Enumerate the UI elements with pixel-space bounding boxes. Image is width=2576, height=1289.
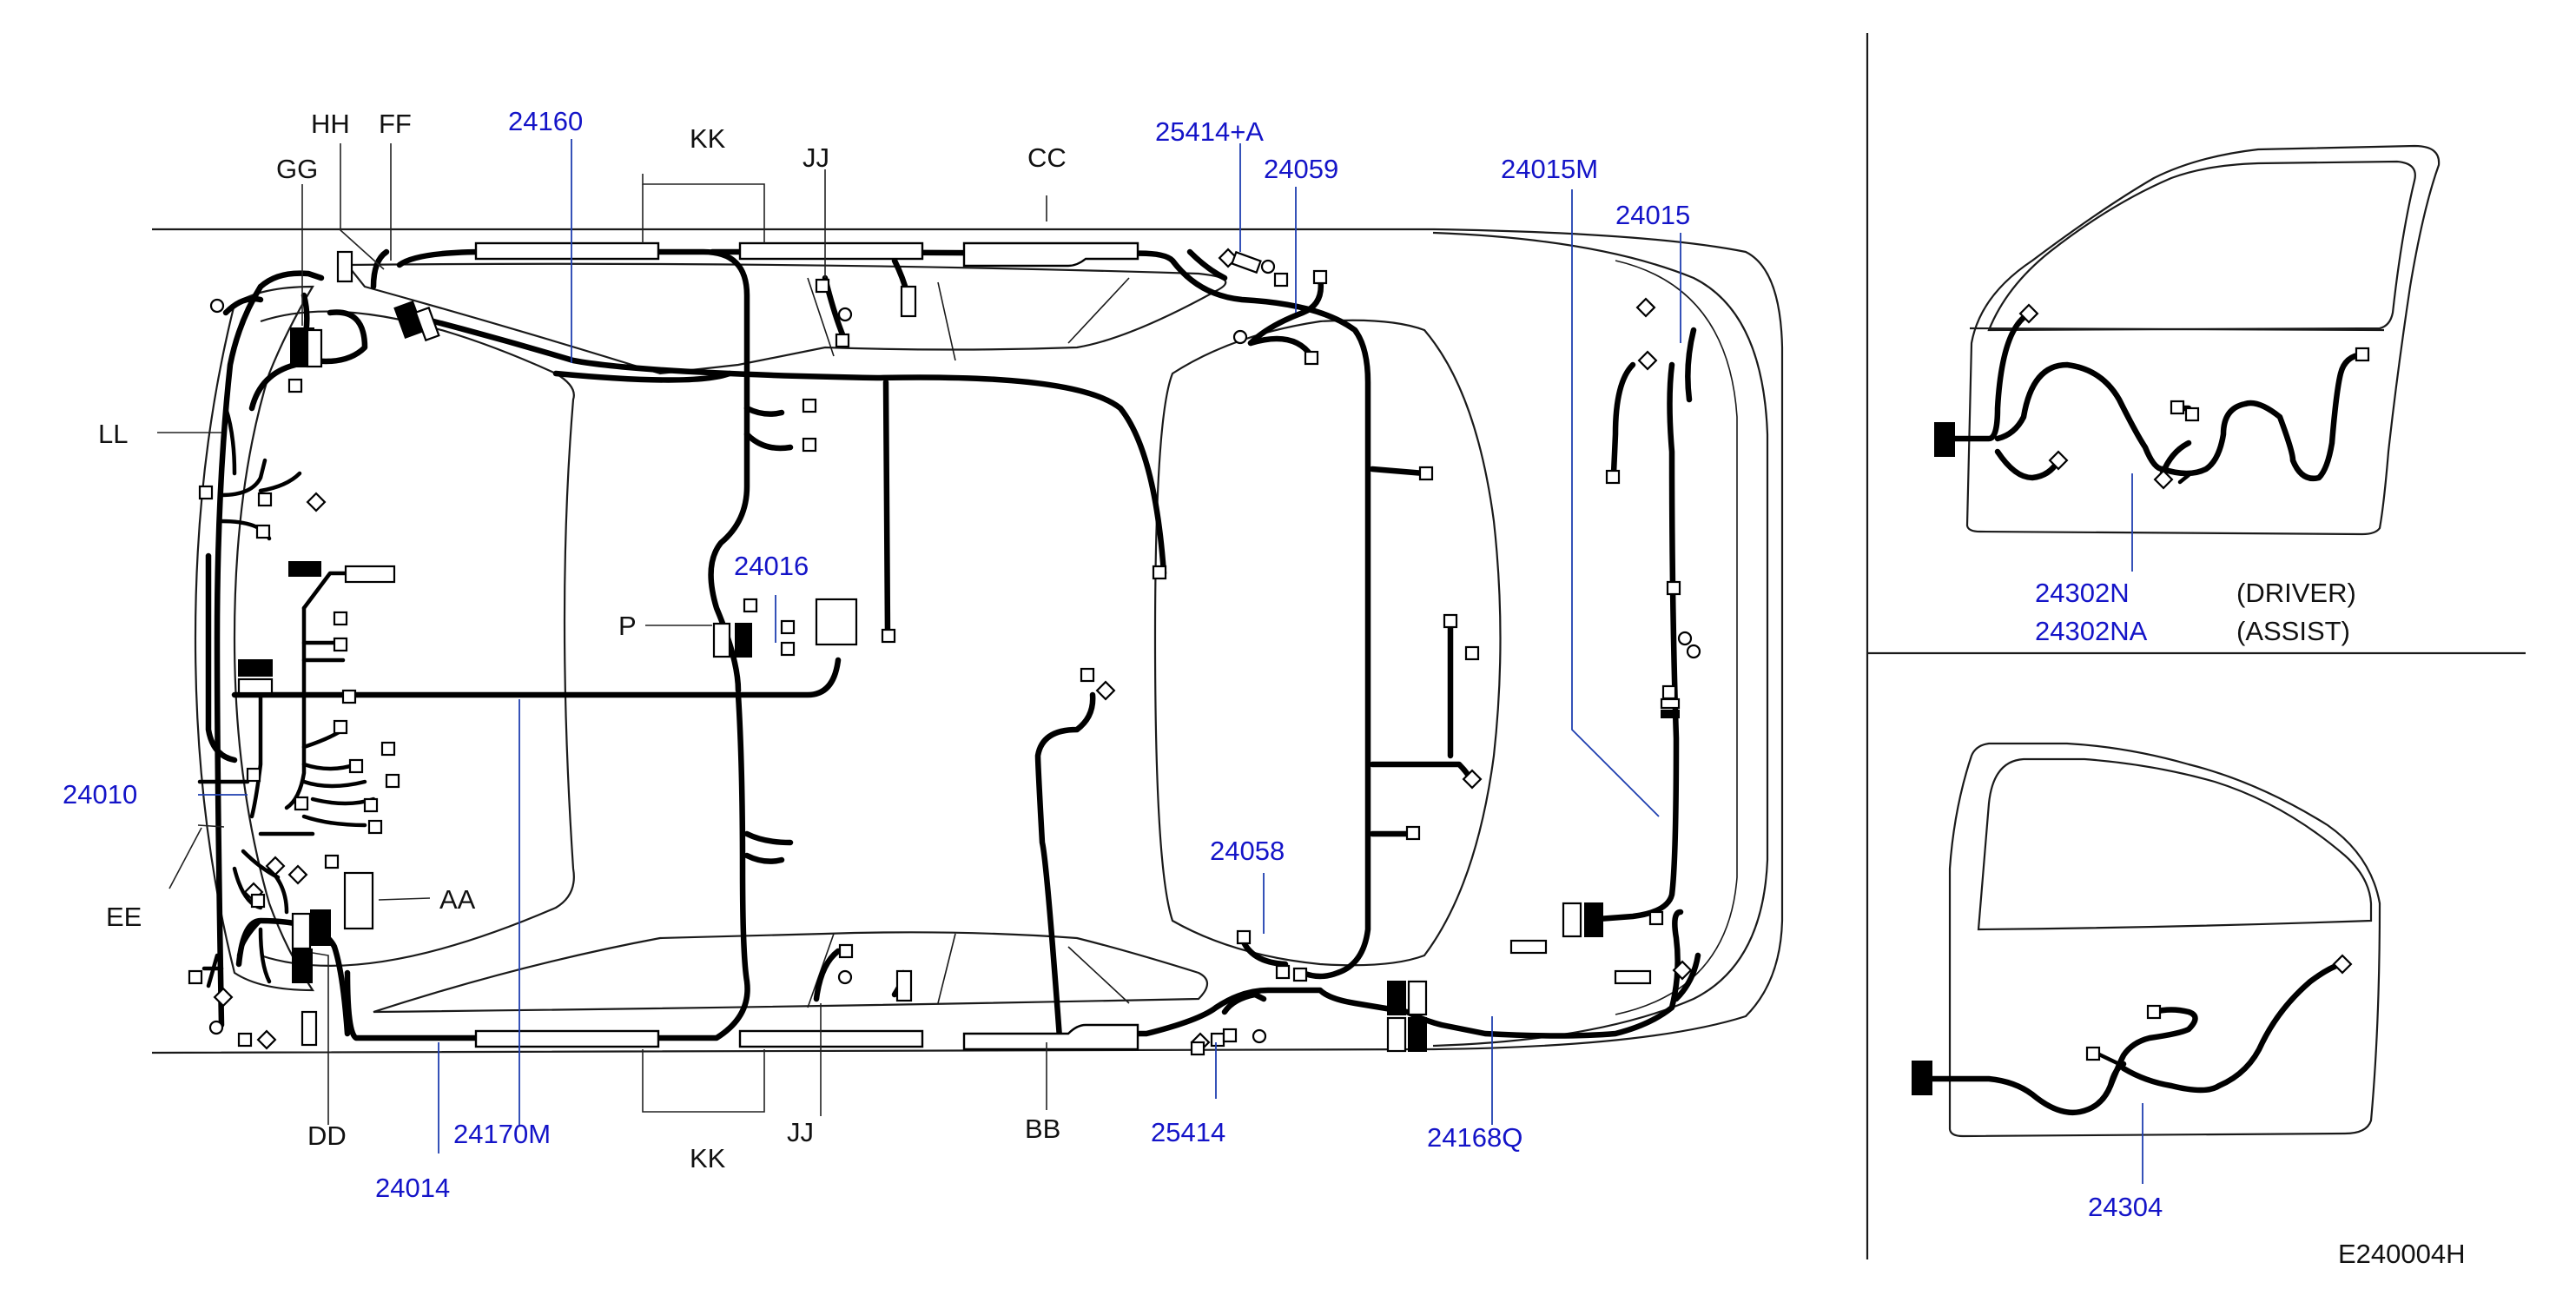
leader-lines <box>157 139 2143 1184</box>
label-assist: (ASSIST) <box>2236 616 2350 646</box>
figure-code: E240004H <box>2338 1239 2466 1269</box>
part-25414: 25414 <box>1151 1117 1225 1147</box>
callout-hh: HH <box>311 109 350 139</box>
callout-cc: CC <box>1027 142 1067 173</box>
part-24168q: 24168Q <box>1427 1122 1522 1153</box>
rear-door <box>1912 742 2381 1138</box>
part-24010: 24010 <box>63 779 137 810</box>
part-24302na: 24302NA <box>2035 616 2148 646</box>
callout-jj-top: JJ <box>803 142 829 173</box>
callout-ff: FF <box>379 109 412 139</box>
callout-kk-bottom: KK <box>690 1143 726 1173</box>
callout-bb: BB <box>1025 1114 1060 1144</box>
part-24016: 24016 <box>734 551 809 581</box>
part-24014: 24014 <box>375 1173 450 1203</box>
part-24015: 24015 <box>1615 200 1690 230</box>
callout-jj-bottom: JJ <box>787 1117 814 1147</box>
callout-gg: GG <box>276 154 318 184</box>
callout-ee: EE <box>106 902 142 932</box>
callout-p: P <box>618 611 637 641</box>
callout-labels: HH FF GG LL EE DD AA P KK KK JJ JJ CC BB… <box>63 106 2466 1269</box>
part-24304: 24304 <box>2088 1192 2163 1222</box>
part-24170m: 24170M <box>453 1119 551 1149</box>
part-24160: 24160 <box>508 106 583 136</box>
callout-ll: LL <box>98 419 128 449</box>
part-24015m: 24015M <box>1501 154 1598 184</box>
callout-dd: DD <box>307 1120 347 1151</box>
part-24058: 24058 <box>1210 836 1285 866</box>
part-24059: 24059 <box>1264 154 1338 184</box>
front-door <box>1934 144 2441 536</box>
panel-dividers <box>1866 33 2526 1259</box>
connectors <box>188 248 1701 1056</box>
harness-wires <box>205 248 1701 1041</box>
label-driver: (DRIVER) <box>2236 578 2356 608</box>
part-25414a: 25414+A <box>1155 116 1264 147</box>
callout-kk-top: KK <box>690 123 726 154</box>
car-body-outline <box>151 228 1784 1054</box>
harness-protectors <box>474 241 1139 1051</box>
part-24302n: 24302N <box>2035 578 2130 608</box>
callout-aa: AA <box>439 884 476 915</box>
